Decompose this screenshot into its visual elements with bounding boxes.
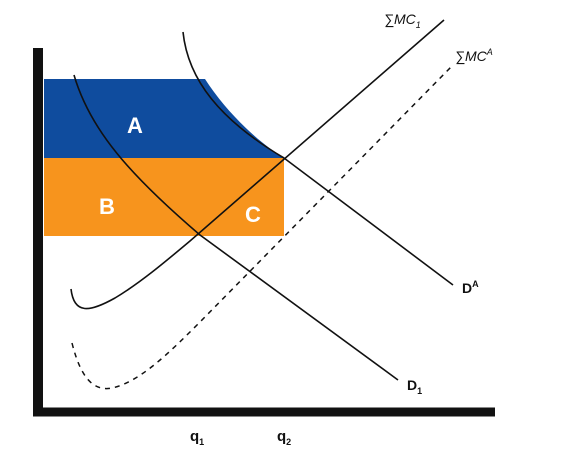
- sum-mc-1-label: ∑MC1: [384, 11, 421, 30]
- demand-a-curve: [182, 31, 454, 286]
- sum-mc-1-curve: [70, 19, 445, 310]
- demand-1-label: D1: [407, 377, 422, 396]
- area-c-label: C: [245, 202, 261, 227]
- sum-mc-a-label: ∑MCA: [455, 47, 493, 65]
- sum-mc-a-curve: [71, 65, 453, 390]
- area-bc-rect: [44, 158, 284, 236]
- q1-label: q1: [190, 428, 204, 447]
- area-a-label: A: [127, 113, 143, 138]
- area-a-mask: [205, 79, 284, 158]
- q2-label: q2: [277, 428, 291, 447]
- area-b-label: B: [99, 194, 115, 219]
- demand-1-curve: [73, 74, 399, 381]
- demand-a-label: DA: [462, 279, 479, 296]
